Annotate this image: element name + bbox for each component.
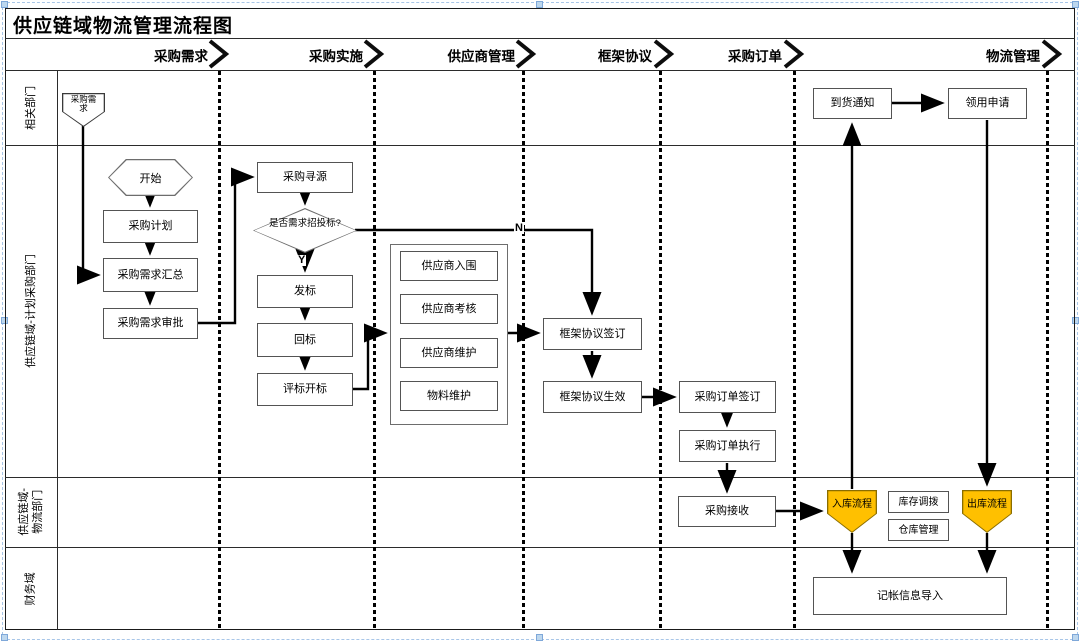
branch-label-yes: Y — [297, 254, 307, 266]
node-sourcing[interactable]: 采购寻源 — [257, 162, 353, 193]
connector — [353, 323, 388, 391]
phase-label-supplier-mgmt: 供应商管理 — [447, 49, 516, 64]
lane-divider — [5, 477, 1075, 478]
lane-label-divider — [57, 70, 58, 630]
node-inbound-flow[interactable]: 入库流程 — [827, 490, 877, 533]
node-requisition[interactable]: 领用申请 — [948, 88, 1027, 119]
node-order-execute[interactable]: 采购订单执行 — [679, 430, 776, 462]
column-separator — [793, 71, 796, 629]
chevron-right-icon — [363, 39, 385, 69]
node-agreement-sign[interactable]: 框架协议签订 — [543, 318, 642, 350]
node-arrival-notice[interactable]: 到货通知 — [813, 88, 892, 119]
chevron-right-icon — [1041, 39, 1063, 69]
selection-handle[interactable] — [536, 634, 543, 641]
node-purchase-demand[interactable]: 采购需求 — [62, 93, 105, 127]
chevron-right-icon — [783, 39, 805, 69]
node-warehouse-mgmt[interactable]: 仓库管理 — [888, 519, 949, 541]
chevron-right-icon — [515, 39, 537, 69]
lane-divider — [5, 547, 1075, 548]
selection-handle[interactable] — [1, 317, 8, 324]
node-purchase-plan[interactable]: 采购计划 — [103, 210, 198, 243]
node-supplier-shortlist[interactable]: 供应商入围 — [400, 251, 498, 281]
title-divider — [5, 38, 1075, 39]
node-tender-decision[interactable]: 是否需求招投标? — [253, 208, 357, 253]
chevron-right-icon — [653, 39, 675, 69]
node-demand-approval[interactable]: 采购需求审批 — [103, 308, 198, 339]
node-demand-summary[interactable]: 采购需求汇总 — [103, 258, 198, 292]
phase-label-framework: 框架协议 — [598, 49, 652, 64]
selection-handle[interactable] — [536, 1, 543, 8]
diagram-frame — [5, 8, 1075, 630]
lane-divider — [5, 145, 1075, 146]
chevron-right-icon — [208, 39, 230, 69]
node-stock-transfer[interactable]: 库存调拨 — [888, 491, 949, 513]
connector — [198, 167, 255, 325]
phase-label-procure-execute: 采购实施 — [309, 49, 363, 64]
node-evaluate-open-bid[interactable]: 评标开标 — [257, 373, 353, 406]
connector — [355, 228, 602, 316]
node-material-maintain[interactable]: 物料维护 — [400, 381, 498, 411]
branch-label-no: N — [514, 222, 524, 234]
selection-handle[interactable] — [1, 1, 8, 8]
column-separator — [373, 71, 376, 629]
node-supplier-maintain[interactable]: 供应商维护 — [400, 338, 498, 368]
phase-label-procure-demand: 采购需求 — [154, 49, 208, 64]
column-separator — [522, 71, 525, 629]
selection-handle[interactable] — [1, 634, 8, 641]
node-start[interactable]: 开始 — [108, 159, 193, 196]
selection-handle[interactable] — [1072, 317, 1079, 324]
selection-handle[interactable] — [1072, 1, 1079, 8]
node-accounting-import[interactable]: 记帐信息导入 — [813, 577, 1007, 615]
column-separator — [1046, 71, 1049, 629]
node-issue-tender[interactable]: 发标 — [257, 275, 353, 308]
node-supplier-assess[interactable]: 供应商考核 — [400, 294, 498, 324]
page-title: 供应链域物流管理流程图 — [13, 16, 234, 37]
phase-band-divider — [5, 70, 1075, 71]
column-separator — [659, 71, 662, 629]
node-order-sign[interactable]: 采购订单签订 — [679, 381, 776, 413]
column-separator — [218, 71, 221, 629]
selection-handle[interactable] — [1072, 634, 1079, 641]
node-purchase-receive[interactable]: 采购接收 — [678, 496, 776, 527]
phase-label-purchase-order: 采购订单 — [728, 49, 782, 64]
node-agreement-effective[interactable]: 框架协议生效 — [543, 381, 642, 413]
node-return-tender[interactable]: 回标 — [257, 323, 353, 357]
connector — [76, 126, 101, 285]
phase-label-logistics: 物流管理 — [986, 49, 1040, 64]
node-outbound-flow[interactable]: 出库流程 — [962, 490, 1012, 533]
